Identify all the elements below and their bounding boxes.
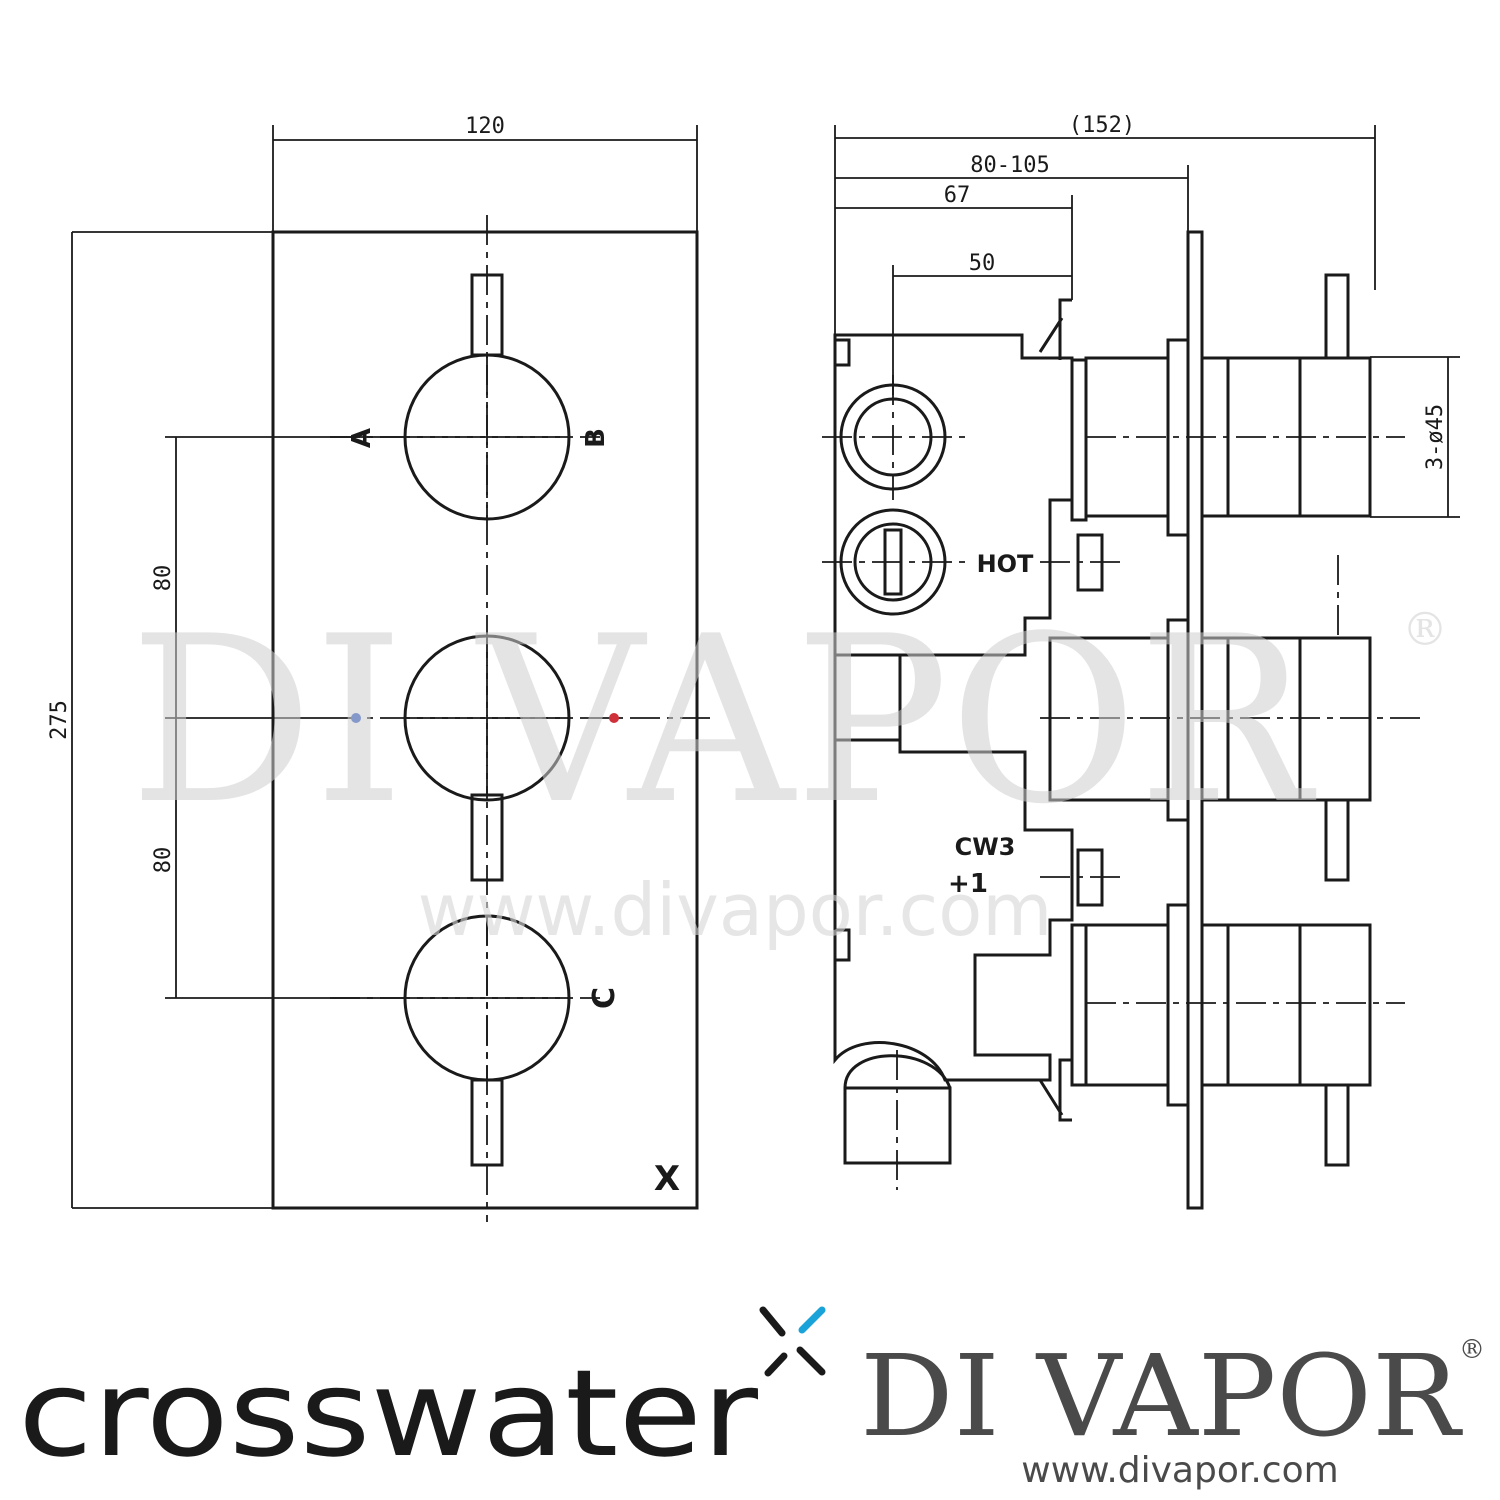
divapor-wordmark: DI VAPOR: [860, 1332, 1464, 1462]
front-view: 120 275 80 80: [47, 114, 710, 1222]
height-dimension: 275: [47, 700, 72, 740]
cw3-label: CW3: [955, 833, 1016, 861]
divapor-url: www.divapor.com: [1021, 1450, 1338, 1491]
overall-depth-dimension: (152): [1069, 113, 1135, 138]
bottom-knob-side: [1200, 923, 1372, 1087]
watermark-reg: ®: [1402, 602, 1448, 656]
watermark-name: DI VAPOR: [129, 588, 1316, 855]
crosswater-wordmark: crosswater: [18, 1345, 759, 1484]
outlet-marker-a: A: [347, 428, 377, 448]
divapor-logo: DI VAPOR ® www.divapor.com: [860, 1332, 1485, 1491]
watermark: DI VAPOR ® www.divapor.com: [129, 588, 1448, 952]
hot-indicator-dot: [609, 713, 619, 723]
adjustable-depth-dimension: 80-105: [970, 153, 1049, 178]
side-view: (152) 80-105 67 50 3-ø45 HOT CW3 +1: [822, 113, 1460, 1210]
front-plate-outline: [271, 230, 699, 1210]
plus-one-label: +1: [948, 869, 988, 899]
crosswater-x-mark-icon: [759, 1306, 826, 1377]
divapor-reg-mark: ®: [1459, 1335, 1485, 1365]
middle-knob-side: [1200, 636, 1372, 802]
outlet-marker-b: B: [581, 428, 611, 448]
watermark-url: www.divapor.com: [418, 868, 1053, 952]
width-dimension: 120: [465, 114, 505, 139]
valve-body-outline: [833, 333, 1074, 1082]
body-depth-dimension: 67: [944, 183, 971, 208]
crosswater-corner-mark: X: [654, 1159, 680, 1199]
spacing-top-dimension: 80: [151, 565, 176, 592]
crosswater-logo: crosswater: [18, 1306, 826, 1484]
valve-depth-dimension: 50: [969, 251, 996, 276]
hot-port-label: HOT: [977, 550, 1034, 578]
cold-indicator-dot: [351, 713, 361, 723]
spacing-bottom-dimension: 80: [151, 847, 176, 874]
outlet-marker-c: C: [587, 987, 622, 1009]
knob-diameter-dimension: 3-ø45: [1423, 404, 1448, 470]
